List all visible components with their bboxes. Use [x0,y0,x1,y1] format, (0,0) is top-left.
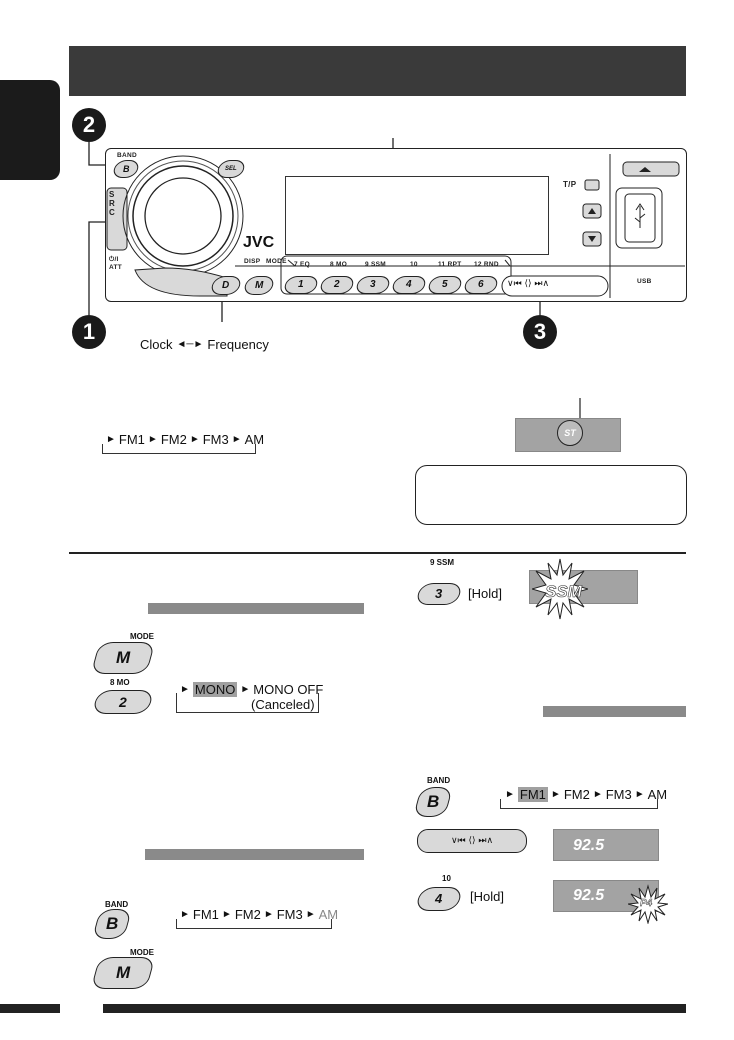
clock-label: Clock [140,337,173,352]
band-key-caption: BAND [105,900,129,909]
power-att-label: ⏻/I ATT [109,256,123,271]
mode-key-caption: MODE [130,632,154,641]
arrow-icon: ► [263,909,274,920]
preset-caption: 10 [410,261,418,268]
band-fm3: FM3 [202,432,229,447]
arrow-icon: ► [240,684,251,695]
subheading-bar [543,706,686,717]
arrow-icon: ► [180,684,190,695]
seek-icons[interactable]: ∨⏮ ⟨⟩ ⏭∧ [507,279,550,289]
footer-bar [103,1004,686,1013]
arrow-icon: ► [505,789,515,800]
lcd-display [285,176,549,255]
arrow-icon: ► [592,789,603,800]
band-fm2: FM2 [563,787,590,802]
disp-key-caption: DISP [244,258,261,265]
mode-key-caption: MODE [266,258,287,265]
preset-caption: 12 RND [474,261,499,268]
mono-bracket [176,693,319,713]
preset-4-button[interactable]: 4 [414,887,464,911]
band-button[interactable]: B [91,909,133,939]
band-cycle-sequence: ►FM1 ►FM2 ►FM3 ►AM [106,432,264,447]
preset-caption: 8 MO [330,261,348,268]
band-store-sequence: ►FM1 ►FM2 ►FM3 ►AM [505,787,667,802]
preset-2-button[interactable]: 2 [91,690,155,714]
mono-key-caption: 8 MO [110,678,130,687]
frequency-label: Frequency [207,337,269,352]
clock-frequency-toggle: Clock ◄─► Frequency [140,337,269,352]
band-fm2: FM2 [234,907,261,922]
preset-indicator: P4 [640,898,653,910]
flash-burst-icon [628,884,668,924]
hold-label: [Hold] [470,889,504,904]
band-fm1: FM1 [192,907,219,922]
mode-key-caption: MODE [130,948,154,957]
band-fm2: FM2 [160,432,187,447]
band-am: AM [318,907,339,922]
arrow-icon: ► [550,789,561,800]
arrow-icon: ► [305,909,316,920]
frequency-readout: 92.5 [573,887,605,904]
hold-label: [Hold] [468,586,502,601]
panel-artwork [106,154,685,298]
band-mode-sequence: ►FM1 ►FM2 ►FM3 ►AM [180,907,338,922]
page-number-tab [0,1004,60,1013]
cycle-bracket [176,919,332,929]
mono-on-label: MONO [192,682,238,697]
band-fm3: FM3 [605,787,632,802]
step-2-marker: 2 [72,108,106,142]
step-1-marker: 1 [72,315,106,349]
ssm-indicator: SSM [545,582,582,602]
arrow-icon: ► [221,909,232,920]
preset-caption: 7 EQ [294,261,311,268]
cycle-bracket [500,799,658,809]
src-key[interactable]: S R C [109,190,116,217]
note-box [415,465,687,525]
brand-logo: JVC [243,234,275,251]
preset-caption: 11 RPT [438,261,462,268]
arrow-icon: ► [189,434,200,445]
freq-display [553,829,659,861]
frequency-readout: 92.5 [573,837,605,854]
mono-sequence: ► MONO ► MONO OFF [180,682,323,697]
mode-button[interactable]: M [90,642,156,674]
band-button[interactable]: B [412,787,454,817]
band-fm3: FM3 [276,907,303,922]
band-fm1: FM1 [517,787,548,802]
band-fm1: FM1 [118,432,145,447]
band-key-caption: BAND [117,152,137,159]
preset-caption: 9 SSM [365,261,387,268]
preset-key-caption: 10 [442,874,451,883]
st-indicator: ST [557,420,583,446]
subheading-bar [148,603,364,614]
usb-label: USB [637,278,652,285]
st-leader [579,398,581,420]
arrow-icon: ► [180,909,190,920]
arrow-icon: ► [231,434,242,445]
band-am: AM [647,787,668,802]
band-key-caption: BAND [427,776,451,785]
subheading-bar [145,849,364,860]
tp-label: T/P [563,180,577,189]
arrow-icon: ► [147,434,158,445]
arrow-icon: ► [634,789,645,800]
arrow-icon: ► [106,434,116,445]
seek-button[interactable]: ∨⏮ ⟨⟩ ⏭∧ [417,829,527,853]
mono-off-note: (Canceled) [251,697,315,712]
section-divider [69,552,686,554]
flash-burst-icon [532,558,588,620]
mode-button[interactable]: M [90,957,156,989]
ssm-key-caption: 9 SSM [430,558,455,567]
band-am: AM [244,432,265,447]
cycle-bracket [102,444,256,454]
mono-off-label: MONO OFF [253,682,324,697]
preset-3-button[interactable]: 3 [415,583,463,605]
language-tab [0,80,60,180]
step-3-marker: 3 [523,315,557,349]
double-arrow-icon: ◄─► [176,339,204,350]
section-header-bar [69,46,686,96]
